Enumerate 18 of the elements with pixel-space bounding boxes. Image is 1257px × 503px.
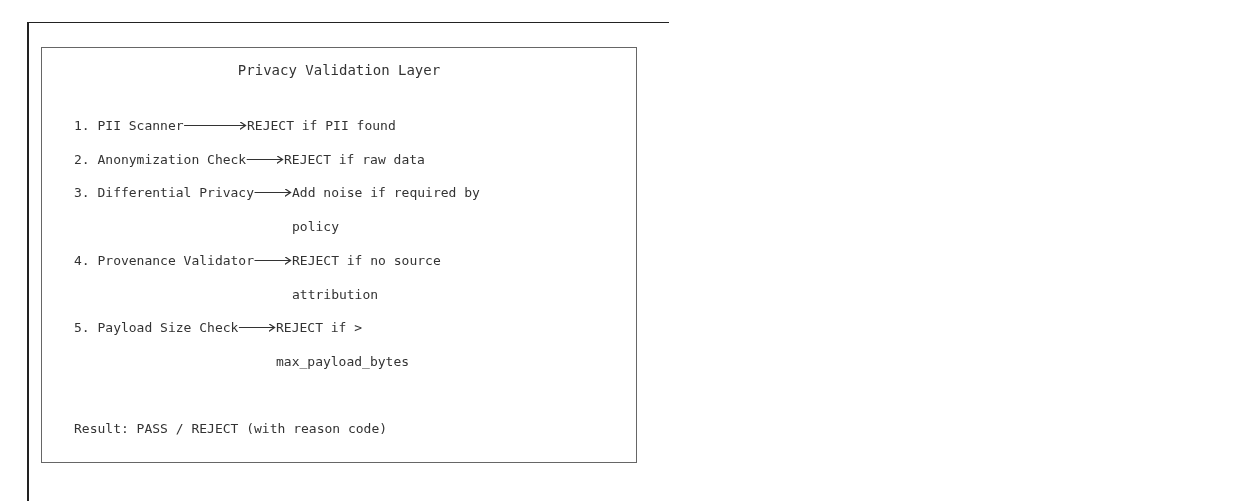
arrow	[246, 154, 284, 165]
check-step: 5. Payload Size Check	[74, 311, 239, 345]
arrow	[253, 255, 292, 266]
layer-box	[41, 47, 637, 463]
arrow	[238, 322, 276, 333]
check-outcome: Add noise if required by policy	[292, 176, 480, 244]
check-outcome: REJECT if no source attribution	[292, 244, 480, 312]
arrow	[253, 187, 292, 198]
check-outcome: REJECT if PII found	[247, 109, 435, 143]
check-outcome: REJECT if > max_payload_bytes	[276, 311, 464, 379]
check-step: 3. Differential Privacy	[74, 176, 254, 210]
check-step: 4. Provenance Validator	[74, 244, 254, 278]
check-step: 1. PII Scanner	[74, 109, 184, 143]
check-outcome: REJECT if raw data	[284, 143, 472, 177]
result-text: Result: PASS / REJECT (with reason code)	[74, 420, 388, 438]
arrow	[183, 120, 247, 131]
check-step: 2. Anonymization Check	[74, 143, 247, 177]
box-title: Privacy Validation Layer	[236, 61, 442, 80]
